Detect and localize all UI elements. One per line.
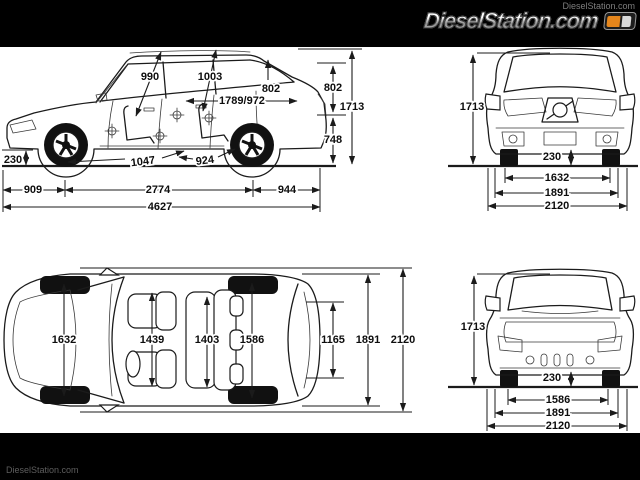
side-rear-door-label: 924 <box>195 154 216 168</box>
rear-view-dimensions: 1713 230 1586 1891 2120 <box>459 273 628 434</box>
top-rear-interior-label: 1403 <box>195 334 219 346</box>
fuel-gauge-icon <box>603 12 637 30</box>
logo-wordmark: DieselStation.com <box>423 8 600 34</box>
paper-background <box>0 47 640 433</box>
side-wheels <box>44 123 274 167</box>
rear-track-label: 1586 <box>546 394 570 406</box>
fuel-gauge-light-segment <box>621 15 632 27</box>
watermark-top-right: DieselStation.com <box>562 1 635 11</box>
side-wheelbase-label: 2774 <box>146 184 171 196</box>
front-view-dimensions: 1713 230 1632 1891 2120 <box>458 52 628 214</box>
top-mirror-width-label: 2120 <box>391 334 415 346</box>
front-body-width-label: 1891 <box>545 187 569 199</box>
front-ground-clearance-label: 230 <box>543 151 561 163</box>
front-overall-height-label: 1713 <box>460 101 484 113</box>
top-view-drawing <box>3 267 412 413</box>
rear-ground-clearance-label: 230 <box>543 372 561 384</box>
latch-markers <box>104 107 217 144</box>
top-view-dimensions: 1632 1439 1403 1586 1165 1891 2120 <box>50 268 417 412</box>
side-view-dimensions: 990 1003 802 1789/972 802 1713 748 230 1… <box>2 48 366 215</box>
top-rear-track-label: 1586 <box>240 334 264 346</box>
side-load-sill-label: 748 <box>324 134 342 146</box>
watermark-bottom-left: DieselStation.com <box>6 465 79 475</box>
side-front-overhang-label: 909 <box>24 184 42 196</box>
top-front-interior-label: 1439 <box>140 334 164 346</box>
rear-overall-height-label: 1713 <box>461 321 485 333</box>
top-load-opening-label: 1165 <box>321 334 345 346</box>
top-body-width-label: 1891 <box>356 334 380 346</box>
side-overall-height-label: 1713 <box>340 101 364 113</box>
side-load-length-label: 1789/972 <box>219 95 265 107</box>
front-view-drawing <box>448 47 638 168</box>
rear-view-drawing <box>448 268 638 389</box>
rear-mirror-width-label: 2120 <box>546 420 570 432</box>
side-ground-clearance-label: 230 <box>4 154 22 166</box>
top-front-track-label: 1632 <box>52 334 76 346</box>
side-opening-height-label: 802 <box>324 82 342 94</box>
dieselstation-logo: DieselStation.com <box>423 8 637 34</box>
side-rear-overhang-label: 944 <box>278 184 297 196</box>
side-rear-headroom-label: 802 <box>262 83 280 95</box>
front-mirror-width-label: 2120 <box>545 200 569 212</box>
front-track-label: 1632 <box>545 172 569 184</box>
side-seat-to-roof-front-label: 990 <box>141 71 159 83</box>
rear-body-width-label: 1891 <box>546 407 570 419</box>
side-seat-to-roof-rear-label: 1003 <box>198 71 222 83</box>
side-overall-length-label: 4627 <box>148 201 172 213</box>
side-front-door-label: 1047 <box>130 154 156 169</box>
fuel-gauge-orange-segment <box>606 15 621 27</box>
